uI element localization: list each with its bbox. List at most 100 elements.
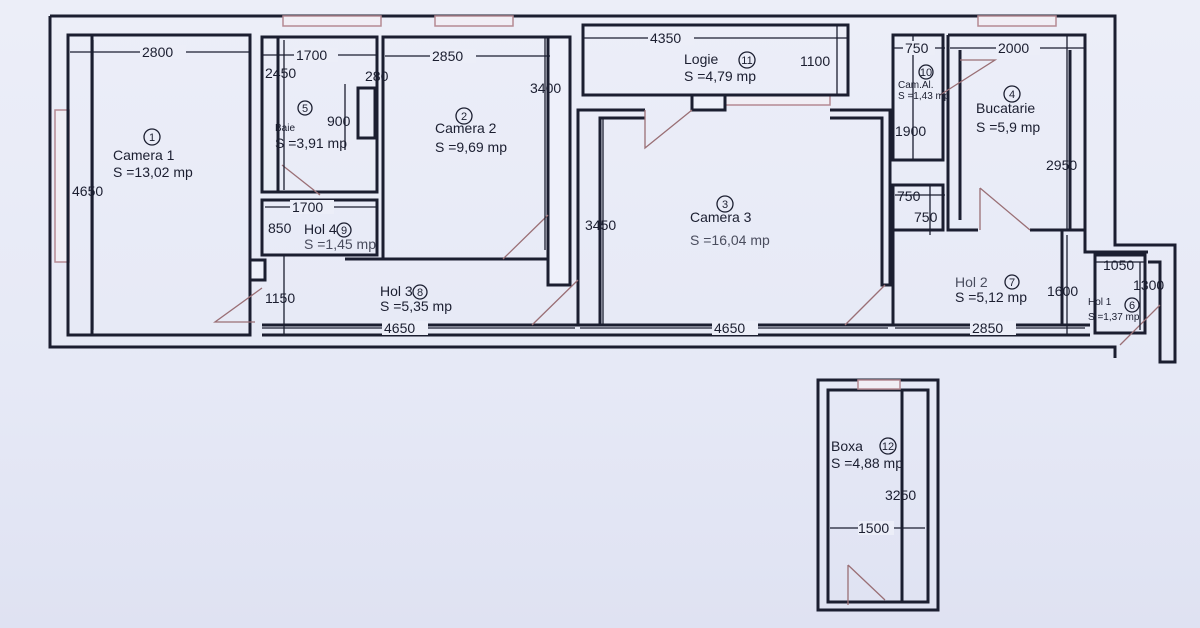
dim-label: 750	[897, 188, 921, 204]
wall-fixture	[356, 86, 377, 140]
wall-camara-alimente	[891, 33, 945, 162]
dimension-labels: 2800 4650 1700 2450 280 900 1700 850 285…	[72, 30, 1164, 536]
room-number-circle	[1003, 85, 1021, 103]
room-name: Hol 2	[955, 274, 988, 290]
dim-label: 3400	[530, 80, 561, 96]
room-name: Boxa	[831, 438, 863, 454]
room-name: Hol 3	[380, 283, 413, 299]
dim-label: 2850	[972, 320, 1003, 336]
room-number: 4	[1009, 89, 1015, 101]
room-number-circle	[1004, 274, 1020, 290]
room-label-hol-2: 7 Hol 2S =5,12 mp	[955, 274, 1027, 305]
room-name: Camera 2	[435, 120, 497, 136]
room-area: S =3,91 mp	[275, 135, 347, 151]
room-area: S =4,88 mp	[831, 455, 903, 471]
dim-label: 1100	[800, 53, 830, 69]
wall-camera-3	[576, 108, 892, 325]
room-number-circle	[879, 437, 897, 455]
room-area: S =5,35 mp	[380, 298, 452, 314]
room-number: 8	[417, 287, 423, 299]
dim-label: 750	[905, 40, 929, 56]
room-name: Cam.Al.	[898, 80, 934, 91]
dim-label: 1900	[895, 123, 926, 139]
dim-label: 2950	[1046, 157, 1077, 173]
room-number: 12	[882, 441, 894, 453]
dim-label: 1050	[1103, 257, 1134, 273]
room-name: Bucatarie	[976, 100, 1035, 116]
dim-label: 1600	[1047, 283, 1078, 299]
room-area: S =1,37 mp	[1088, 312, 1140, 323]
room-area: S =5,12 mp	[955, 289, 1027, 305]
window	[282, 15, 382, 27]
window	[977, 15, 1057, 27]
room-area: S =16,04 mp	[690, 232, 770, 248]
dim-label: 4350	[650, 30, 681, 46]
room-area: S =1,43 mp	[898, 91, 950, 102]
room-number: 9	[341, 225, 347, 237]
wall-block	[690, 93, 727, 112]
wall-bottom-inner	[262, 230, 1148, 337]
room-number: 11	[741, 55, 752, 67]
dim-label: 1300	[1133, 277, 1164, 293]
room-name: Camera 3	[690, 209, 752, 225]
wall-camera-1	[66, 33, 252, 337]
wall-boxa-inner	[826, 388, 930, 604]
dim-label: 4650	[72, 183, 103, 199]
room-area: S =13,02 mp	[113, 164, 193, 180]
dim-label: 4650	[714, 320, 745, 336]
room-area: S =4,79 mp	[684, 68, 756, 84]
room-number: 5	[302, 103, 308, 115]
room-number: 6	[1129, 300, 1135, 312]
room-number: 2	[461, 111, 467, 123]
dim-label: 1500	[858, 520, 889, 536]
room-label-hol-4: 9 Hol 4S =1,45 mp	[304, 221, 376, 252]
room-number-circle	[297, 100, 313, 116]
dim-label: 2000	[998, 40, 1029, 56]
dim-label: 750	[914, 209, 938, 225]
dim-label: 4650	[384, 320, 415, 336]
room-name: Camera 1	[113, 147, 175, 163]
room-number: 7	[1009, 277, 1015, 289]
wall-boxa	[816, 378, 940, 612]
room-name: Hol 4	[304, 221, 337, 237]
window	[857, 379, 901, 390]
room-area: S =1,45 mp	[304, 236, 376, 252]
dim-label: 1700	[296, 47, 327, 63]
wall-stub	[248, 258, 267, 282]
room-name: Logie	[684, 51, 718, 67]
dim-label: 900	[327, 113, 351, 129]
room-number-circle	[143, 128, 161, 146]
room-name: Hol 1	[1088, 297, 1112, 308]
doors	[212, 59, 1161, 605]
room-number-circle	[918, 64, 934, 80]
room-area: S =5,9 mp	[976, 119, 1040, 135]
wall-bucatarie	[946, 33, 1087, 232]
wall	[546, 35, 572, 287]
dim-label: 1700	[292, 199, 323, 215]
dim-label: 1150	[265, 290, 295, 306]
window	[434, 15, 514, 27]
room-name: Baie	[275, 123, 295, 134]
wall-baie	[260, 35, 379, 194]
room-number-circle	[1124, 297, 1140, 313]
room-label-hol-3: 8 Hol 3S =5,35 mp	[380, 283, 452, 314]
dim-label: 2450	[265, 65, 296, 81]
room-number: 3	[722, 199, 728, 211]
dim-label: 2800	[142, 44, 173, 60]
room-number-circle	[716, 195, 734, 213]
wall-hol-1	[1093, 253, 1147, 335]
dim-label: 280	[365, 68, 389, 84]
dim-label: 3250	[885, 487, 916, 503]
room-number-circle	[455, 107, 473, 125]
room-number: 1	[149, 132, 155, 144]
room-number: 10	[920, 67, 932, 79]
dim-label: 850	[268, 220, 292, 236]
room-number-circle	[738, 51, 756, 69]
